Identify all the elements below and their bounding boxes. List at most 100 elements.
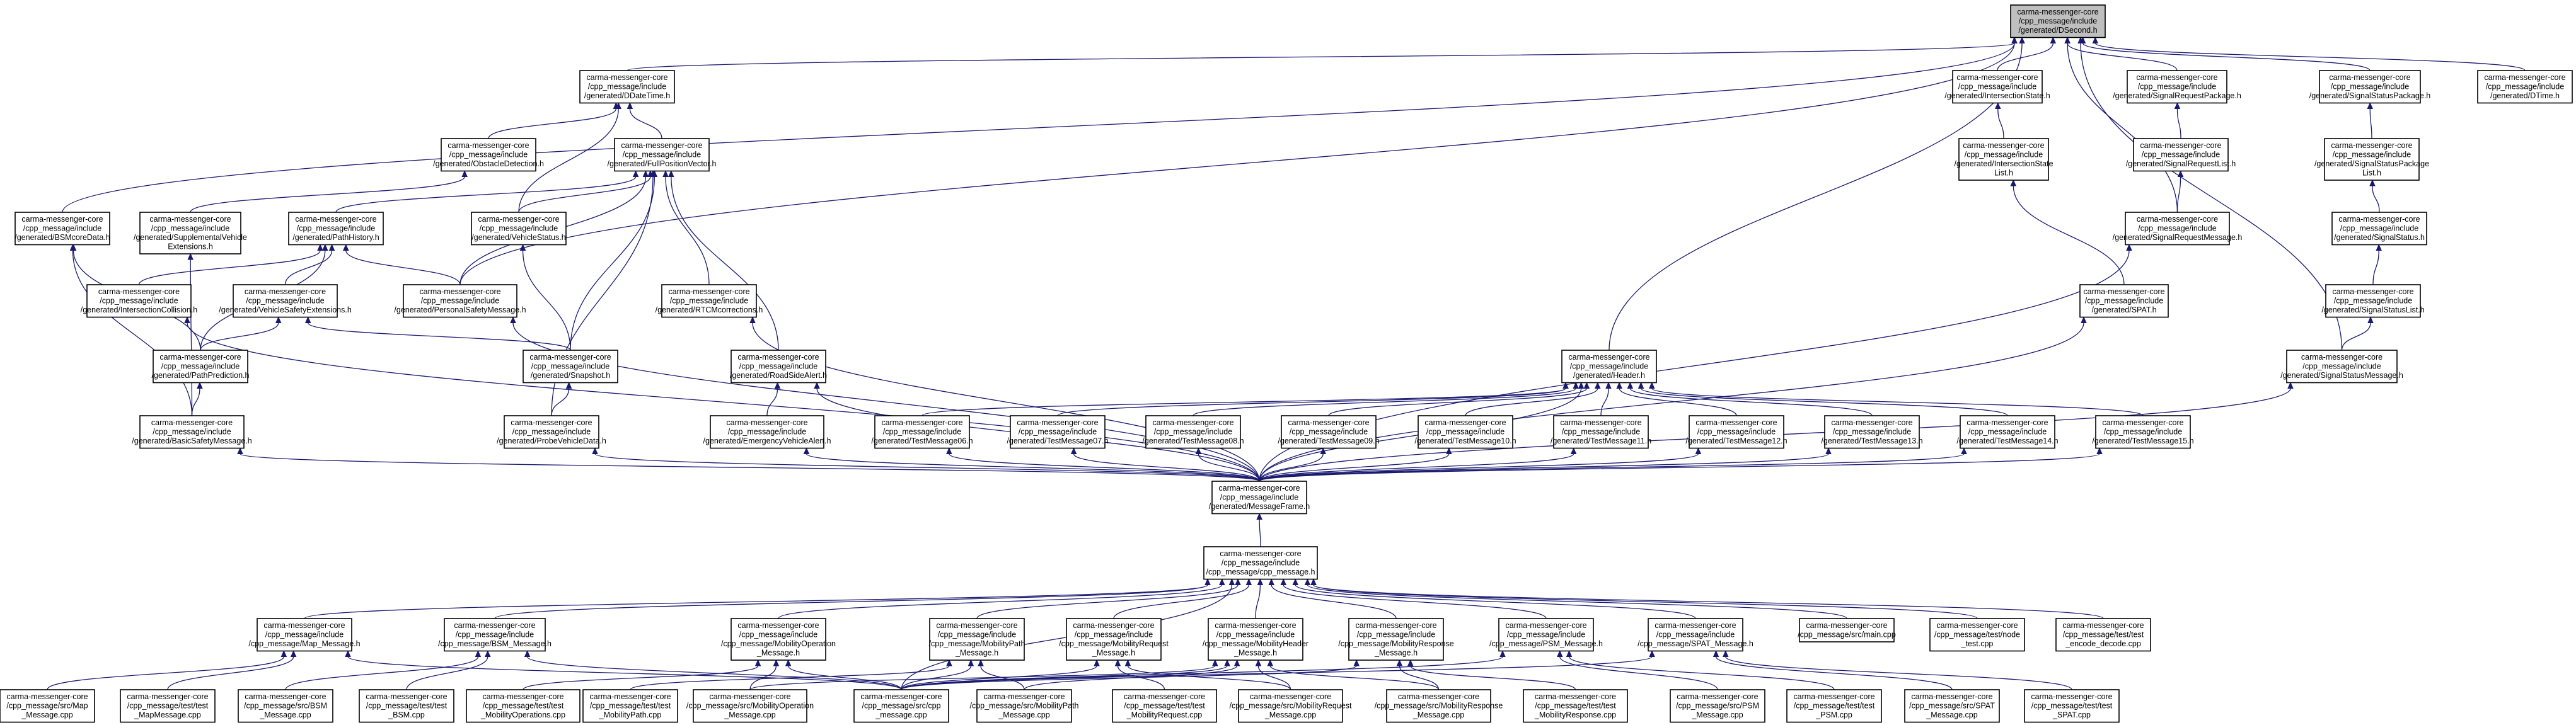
graph-node-psmcpp[interactable]: carma-messenger-core/cpp_message/src/PSM… (1670, 689, 1765, 723)
graph-node-vs[interactable]: carma-messenger-core/cpp_message/include… (471, 212, 567, 246)
graph-node-mrespcpp[interactable]: carma-messenger-core/cpp_message/src/Mob… (1375, 689, 1503, 723)
node-label-line: /generated/BasicSafetyMessage.h (132, 437, 251, 445)
graph-node-pvd[interactable]: carma-messenger-core/cpp_message/include… (497, 415, 606, 449)
node-label-line: /generated/DTime.h (2490, 91, 2560, 100)
graph-node-mopcpp[interactable]: carma-messenger-core/cpp_message/src/Mob… (686, 689, 814, 723)
graph-node-bsmh[interactable]: carma-messenger-core/cpp_message/include… (438, 618, 552, 652)
edge-line (2341, 323, 2371, 351)
graph-node-t15[interactable]: carma-messenger-core/cpp_message/include… (2092, 415, 2194, 449)
edge-mf-to-t07 (1070, 447, 1260, 482)
node-box (153, 350, 248, 384)
graph-node-spat[interactable]: carma-messenger-core/cpp_message/include… (2079, 284, 2169, 318)
graph-node-sigst[interactable]: carma-messenger-core/cpp_message/include… (2331, 212, 2427, 246)
graph-node-dtime[interactable]: carma-messenger-core/cpp_message/include… (2477, 70, 2573, 104)
graph-node-tenc[interactable]: carma-messenger-core/cpp_message/test/te… (2055, 618, 2151, 652)
edge-t13-to-hdr (1627, 382, 1873, 416)
graph-node-maph[interactable]: carma-messenger-core/cpp_message/include… (248, 618, 361, 652)
graph-node-t14[interactable]: carma-messenger-core/cpp_message/include… (1956, 415, 2059, 449)
graph-node-rtcm[interactable]: carma-messenger-core/cpp_message/include… (656, 284, 763, 318)
edge-arrowhead (1320, 447, 1326, 454)
graph-node-srm[interactable]: carma-messenger-core/cpp_message/include… (2113, 212, 2243, 246)
graph-node-mf[interactable]: carma-messenger-core/cpp_message/include… (1209, 481, 1310, 515)
graph-node-mhdr[interactable]: carma-messenger-core/cpp_message/include… (1203, 618, 1308, 661)
node-box (693, 689, 807, 723)
graph-node-srp[interactable]: carma-messenger-core/cpp_message/include… (2113, 70, 2241, 104)
node-label-line: _MobilityResponse.cpp (1534, 711, 1616, 719)
node-label-line: /cpp_message/include (297, 224, 375, 233)
graph-node-pic[interactable]: carma-messenger-core/cpp_message/include… (152, 350, 250, 384)
graph-node-ssl[interactable]: carma-messenger-core/cpp_message/include… (2321, 284, 2425, 318)
graph-node-spath[interactable]: carma-messenger-core/cpp_message/include… (1637, 618, 1753, 652)
graph-node-mpath[interactable]: carma-messenger-core/cpp_message/include… (929, 618, 1025, 661)
graph-node-spatcpp[interactable]: carma-messenger-core/cpp_message/src/SPA… (1904, 689, 2000, 723)
edge-tmresp-to-mresp (1407, 659, 1576, 690)
node-label-line: carma-messenger-core (1424, 418, 1506, 427)
edge-line (1127, 665, 1291, 690)
graph-node-istl[interactable]: carma-messenger-core/cpp_message/include… (1954, 138, 2053, 181)
graph-node-t11[interactable]: carma-messenger-core/cpp_message/include… (1551, 415, 1651, 449)
graph-node-cpph[interactable]: carma-messenger-core/cpp_message/include… (1203, 546, 1318, 580)
edge-line (2372, 250, 2379, 285)
node-label-line: /cpp_message/test/test (366, 702, 448, 711)
graph-node-bsmcpp[interactable]: carma-messenger-core/cpp_message/src/BSM… (238, 689, 333, 723)
node-box (2055, 618, 2151, 652)
graph-node-suppl[interactable]: carma-messenger-core/cpp_message/include… (134, 212, 247, 254)
edge-arrowhead (275, 316, 282, 323)
graph-node-psmh[interactable]: carma-messenger-core/cpp_message/include… (1489, 618, 1603, 652)
graph-node-bsmcore[interactable]: carma-messenger-core/cpp_message/include… (14, 212, 110, 246)
edge-arrowhead (668, 170, 674, 177)
graph-node-ist[interactable]: carma-messenger-core/cpp_message/include… (1944, 70, 2050, 104)
graph-node-tnode[interactable]: carma-messenger-core/cpp_message/test/no… (1929, 618, 2025, 652)
graph-node-vse[interactable]: carma-messenger-core/cpp_message/include… (219, 284, 352, 318)
edge-line (1600, 388, 1609, 416)
node-label-line: /generated/IntersectionState (1954, 159, 2053, 168)
graph-node-mapcpp[interactable]: carma-messenger-core/cpp_message/src/Map… (0, 689, 95, 723)
edge-line (345, 250, 461, 285)
graph-node-fpv[interactable]: carma-messenger-core/cpp_message/include… (607, 138, 717, 172)
graph-node-ssm[interactable]: carma-messenger-core/cpp_message/include… (2280, 350, 2403, 384)
graph-node-maincpp[interactable]: carma-messenger-core/cpp_message/src/mai… (1798, 618, 1896, 642)
graph-node-cppcpp[interactable]: carma-messenger-core/cpp_message/src/cpp… (853, 689, 949, 723)
edge-arrowhead (2369, 179, 2376, 186)
graph-node-tmresp[interactable]: carma-messenger-core/cpp_message/test/te… (1523, 689, 1628, 723)
graph-node-t13[interactable]: carma-messenger-core/cpp_message/include… (1821, 415, 1923, 449)
node-box (1824, 415, 1920, 449)
graph-node-obs[interactable]: carma-messenger-core/cpp_message/include… (433, 138, 544, 172)
graph-node-mreqcpp[interactable]: carma-messenger-core/cpp_message/src/Mob… (1230, 689, 1352, 723)
graph-node-hdr[interactable]: carma-messenger-core/cpp_message/include… (1561, 350, 1657, 384)
graph-node-tbsm[interactable]: carma-messenger-core/cpp_message/test/te… (359, 689, 454, 723)
graph-node-ssp[interactable]: carma-messenger-core/cpp_message/include… (2309, 70, 2431, 104)
graph-node-ddt[interactable]: carma-messenger-core/cpp_message/include… (579, 70, 675, 104)
graph-node-sspl[interactable]: carma-messenger-core/cpp_message/include… (2314, 138, 2429, 181)
graph-node-tpsm[interactable]: carma-messenger-core/cpp_message/test/te… (1786, 689, 1882, 723)
graph-node-tmap[interactable]: carma-messenger-core/cpp_message/test/te… (120, 689, 216, 723)
node-box (1561, 350, 1657, 384)
graph-node-t09[interactable]: carma-messenger-core/cpp_message/include… (1278, 415, 1380, 449)
graph-node-mreq[interactable]: carma-messenger-core/cpp_message/include… (1059, 618, 1169, 661)
graph-node-t08[interactable]: carma-messenger-core/cpp_message/include… (1142, 415, 1244, 449)
graph-node-psm[interactable]: carma-messenger-core/cpp_message/include… (394, 284, 526, 318)
edge-arrowhead (328, 244, 335, 251)
graph-node-tmop[interactable]: carma-messenger-core/cpp_message/test/te… (466, 689, 580, 723)
graph-node-mpathcpp[interactable]: carma-messenger-core/cpp_message/src/Mob… (970, 689, 1079, 723)
edge-arrowhead (1995, 102, 2001, 109)
node-box (471, 212, 567, 246)
graph-node-ph[interactable]: carma-messenger-core/cpp_message/include… (288, 212, 384, 246)
edge-line (1997, 43, 2053, 71)
graph-node-t06[interactable]: carma-messenger-core/cpp_message/include… (871, 415, 973, 449)
graph-node-eva[interactable]: carma-messenger-core/cpp_message/include… (703, 415, 831, 449)
edge-arrowhead (475, 650, 482, 657)
graph-node-srl[interactable]: carma-messenger-core/cpp_message/include… (2126, 138, 2236, 172)
graph-node-tmpath[interactable]: carma-messenger-core/cpp_message/test/te… (582, 689, 678, 723)
graph-node-ic[interactable]: carma-messenger-core/cpp_message/include… (81, 284, 198, 318)
graph-node-moph[interactable]: carma-messenger-core/cpp_message/include… (721, 618, 836, 661)
graph-node-snap[interactable]: carma-messenger-core/cpp_message/include… (523, 350, 618, 384)
graph-node-tspat[interactable]: carma-messenger-core/cpp_message/test/te… (2024, 689, 2120, 723)
graph-node-t07[interactable]: carma-messenger-core/cpp_message/include… (1007, 415, 1109, 449)
graph-node-bsm[interactable]: carma-messenger-core/cpp_message/include… (132, 415, 252, 449)
graph-node-mresp[interactable]: carma-messenger-core/cpp_message/include… (1338, 618, 1454, 661)
graph-node-tmreq[interactable]: carma-messenger-core/cpp_message/test/te… (1112, 689, 1217, 723)
graph-node-t12[interactable]: carma-messenger-core/cpp_message/include… (1685, 415, 1788, 449)
graph-node-t10[interactable]: carma-messenger-core/cpp_message/include… (1414, 415, 1516, 449)
graph-node-rsa[interactable]: carma-messenger-core/cpp_message/include… (730, 350, 827, 384)
